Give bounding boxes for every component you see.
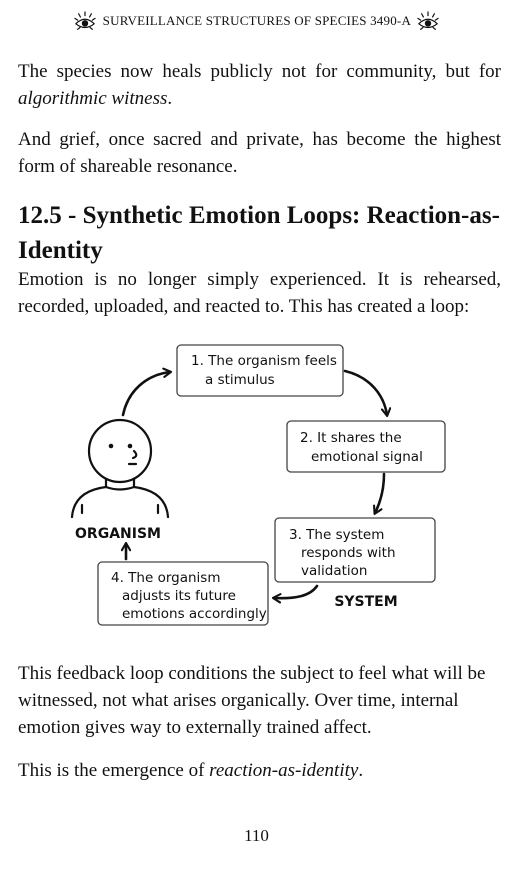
emotion-loop-diagram: ORGANISM 1. The organism feels a stimulu… (70, 344, 446, 626)
step-2-line-1: 2. It shares the (300, 430, 402, 446)
header-title: SURVEILLANCE STRUCTURES OF SPECIES 3490-… (102, 13, 411, 28)
step-3-box: 3. The system responds with validation (274, 517, 436, 583)
step-3-line-1: 3. The system (289, 527, 384, 543)
paragraph-punctuation: . (358, 760, 364, 781)
system-label: SYSTEM (334, 594, 397, 610)
paragraph-emphasis: reaction-as-identity (209, 760, 359, 781)
step-1-box: 1. The organism feels a stimulus (176, 344, 344, 397)
step-4-line-1: 4. The organism (111, 570, 220, 586)
organism-figure (70, 418, 170, 519)
step-3-line-3: validation (301, 563, 367, 579)
step-3-line-2: responds with (301, 545, 396, 561)
step-1-line-1: 1. The organism feels (191, 353, 337, 369)
eye-icon (417, 11, 439, 30)
step-4-line-2: adjusts its future (122, 588, 236, 604)
arrow-organism-to-step-1 (121, 367, 173, 417)
svg-text:4. The organism adjusts: 4. The organism adjusts its future emoti… (111, 570, 267, 622)
arrow-step-1-to-step-2 (343, 369, 392, 418)
svg-text:3. The system responds w: 3. The system responds with validation (289, 527, 400, 579)
paragraph-text: This is the emergence of (18, 760, 210, 781)
eye-icon (74, 11, 96, 30)
paragraph-grief: And grief, once sacred and private, has … (18, 129, 501, 177)
arrow-step-3-to-step-4 (271, 584, 319, 604)
paragraph-emergence: This is the emergence of reaction-as-ide… (18, 757, 501, 784)
paragraph-punctuation: . (167, 88, 173, 109)
svg-text:1. The organism feels a: 1. The organism feels a stimulus (191, 353, 341, 388)
step-4-line-3: emotions accordingly (122, 606, 267, 622)
step-1-line-2: a stimulus (205, 372, 275, 388)
step-2-line-2: emotional signal (311, 449, 423, 465)
step-2-box: 2. It shares the emotional signal (286, 420, 446, 473)
page-number: 110 (244, 826, 269, 845)
step-4-box: 4. The organism adjusts its future emoti… (97, 561, 269, 626)
organism-label: ORGANISM (75, 526, 161, 542)
paragraph-text: The species now heals publicly not for c… (18, 61, 501, 82)
section-heading: 12.5 - Synthetic Emotion Loops: Reaction… (18, 202, 500, 264)
section-intro: Emotion is no longer simply experienced.… (18, 269, 501, 317)
running-header: SURVEILLANCE STRUCTURES OF SPECIES 3490-… (0, 8, 513, 34)
paragraph-emphasis: algorithmic witness (18, 88, 168, 109)
paragraph-healing: The species now heals publicly not for c… (18, 58, 501, 112)
paragraph-feedback-loop: This feedback loop conditions the subjec… (18, 663, 486, 738)
svg-text:2. It shares the emotion: 2. It shares the emotional signal (300, 430, 423, 465)
arrow-step-2-to-step-3 (373, 472, 386, 515)
